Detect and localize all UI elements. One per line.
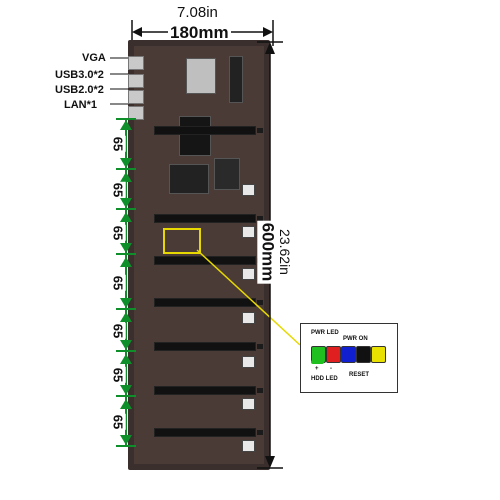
spacing-label-2: 65: [110, 181, 126, 199]
motherboard: [128, 40, 270, 470]
power-header-6: [242, 398, 255, 410]
port-label-lan: LAN*1: [64, 99, 98, 111]
hdd-led-label: HDD LED: [311, 376, 338, 382]
power-header-1: [242, 184, 255, 196]
port-label-usb2: USB2.0*2: [55, 84, 104, 96]
power-header-2: [242, 226, 255, 238]
chipset-heatsink-2: [169, 164, 209, 194]
cpu-socket: [186, 58, 216, 94]
power-header-4: [242, 312, 255, 324]
spacing-segment-3: 65: [108, 210, 144, 255]
plus-label: +: [315, 366, 319, 372]
height-mm-label: 600mm: [257, 220, 278, 284]
chipset-heatsink-1: [179, 116, 211, 156]
spacing-segment-7: 65: [108, 397, 144, 447]
usb2-port: [128, 90, 144, 104]
pin-pwr-led-minus: [326, 346, 341, 363]
spacing-segment-4: 65: [108, 255, 144, 310]
vrm-block: [214, 158, 240, 190]
height-inches-label: 23.62in: [276, 229, 293, 275]
motherboard-pcb: [128, 46, 264, 464]
width-mm-label: 180mm: [168, 23, 231, 43]
spacing-label-6: 65: [110, 366, 126, 383]
minus-label: -: [330, 366, 332, 372]
spacing-label-1: 65: [110, 135, 126, 153]
pin-reset: [371, 346, 386, 363]
power-header-5: [242, 356, 255, 368]
pcie-slot-2: [154, 214, 263, 223]
vga-port: [128, 56, 144, 70]
spacing-label-4: 65: [110, 274, 126, 291]
width-inches-label: 7.08in: [177, 4, 218, 21]
usb3-port: [128, 74, 144, 88]
pin-hdd-led-bottom: [311, 360, 324, 364]
memory-slot: [229, 56, 243, 103]
pcie-slot-1: [154, 126, 263, 135]
pcie-slot-6: [154, 386, 263, 395]
pwr-on-label: PWR ON: [343, 336, 368, 342]
port-label-usb3: USB3.0*2: [55, 69, 104, 81]
pcie-slot-5: [154, 342, 263, 351]
spacing-segment-5: 65: [108, 310, 144, 352]
pwr-led-label: PWR LED: [311, 330, 339, 336]
power-header-3: [242, 268, 255, 280]
spacing-label-3: 65: [110, 224, 126, 241]
power-header-7: [242, 440, 255, 452]
pin-pwr-on: [356, 346, 371, 363]
spacing-segment-2: 65: [108, 170, 144, 210]
spacing-segment-6: 65: [108, 352, 144, 397]
spacing-label-7: 65: [110, 413, 126, 431]
front-panel-pinout: PWR LED PWR ON + - HDD LED RESET: [300, 323, 398, 393]
spacing-label-5: 65: [110, 322, 126, 340]
reset-label: RESET: [349, 372, 370, 378]
pin-hdd-led: [341, 346, 356, 363]
port-label-vga: VGA: [82, 52, 106, 64]
pcie-slot-4: [154, 298, 263, 307]
pcie-slot-7: [154, 428, 263, 437]
front-panel-highlight: [163, 228, 201, 254]
lan-port: [128, 106, 144, 120]
spacing-segment-1: 65: [108, 118, 144, 170]
